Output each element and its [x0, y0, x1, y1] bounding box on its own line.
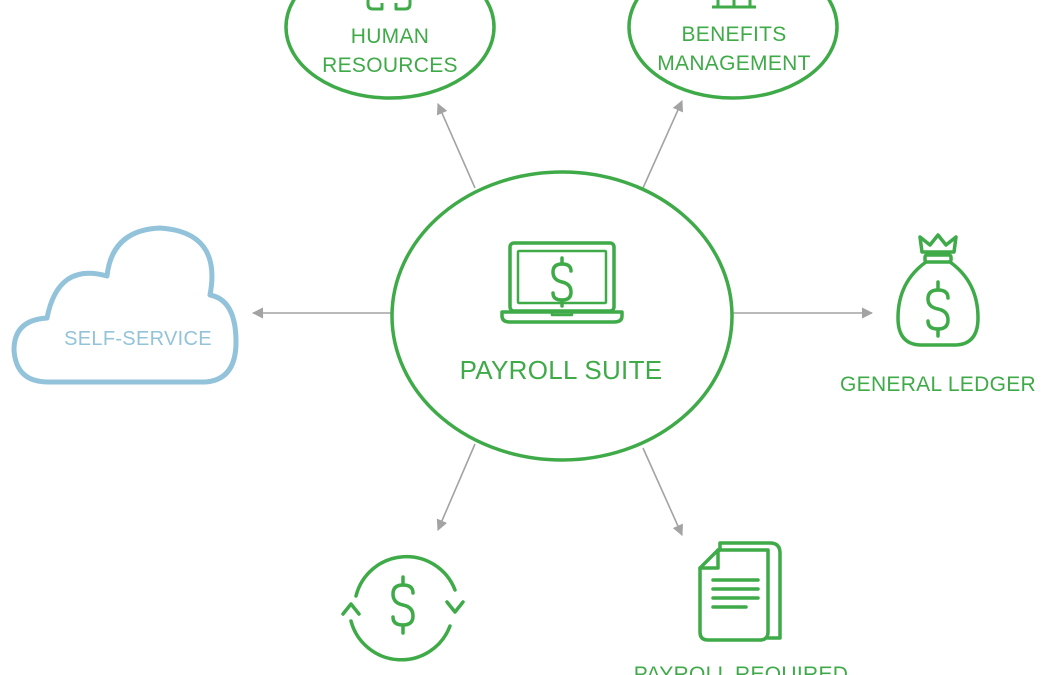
laptop-dollar-icon	[500, 241, 624, 324]
payroll-suite-label: PAYROLL SUITE	[460, 355, 663, 385]
human-resources-label-line2: RESOURCES	[322, 54, 458, 77]
cloud-icon	[11, 225, 239, 385]
benefits-management-label-line2: MANAGEMENT	[657, 52, 811, 75]
benefits-management-label-line1: BENEFITS	[681, 23, 786, 46]
people-icon	[366, 0, 412, 11]
building-icon	[712, 0, 756, 9]
arrow-to-human-resources	[436, 102, 476, 189]
payroll-cycle-node	[341, 554, 465, 662]
benefits-management-node: BENEFITS MANAGEMENT	[627, 0, 839, 100]
document-icon	[698, 541, 782, 642]
payroll-suite-node: PAYROLL SUITE	[390, 170, 734, 462]
general-ledger-node: GENERAL LEDGER	[840, 233, 1036, 396]
general-ledger-label: GENERAL LEDGER	[840, 373, 1036, 396]
human-resources-label-line1: HUMAN	[351, 25, 430, 48]
self-service-node: SELF-SERVICE	[11, 225, 239, 385]
money-bag-icon	[896, 233, 980, 347]
arrow-to-benefits-management	[642, 99, 683, 189]
human-resources-node: HUMAN RESOURCES	[284, 0, 496, 100]
payroll-required-node: PAYROLL REQUIRED	[634, 541, 848, 675]
connector-arrows	[251, 99, 874, 537]
payroll-required-label: PAYROLL REQUIRED	[634, 663, 848, 675]
arrow-to-payroll-required	[642, 447, 683, 537]
dollar-cycle-icon	[341, 554, 465, 662]
self-service-label: SELF-SERVICE	[64, 328, 212, 350]
arrow-to-payroll-cycle	[436, 443, 476, 532]
